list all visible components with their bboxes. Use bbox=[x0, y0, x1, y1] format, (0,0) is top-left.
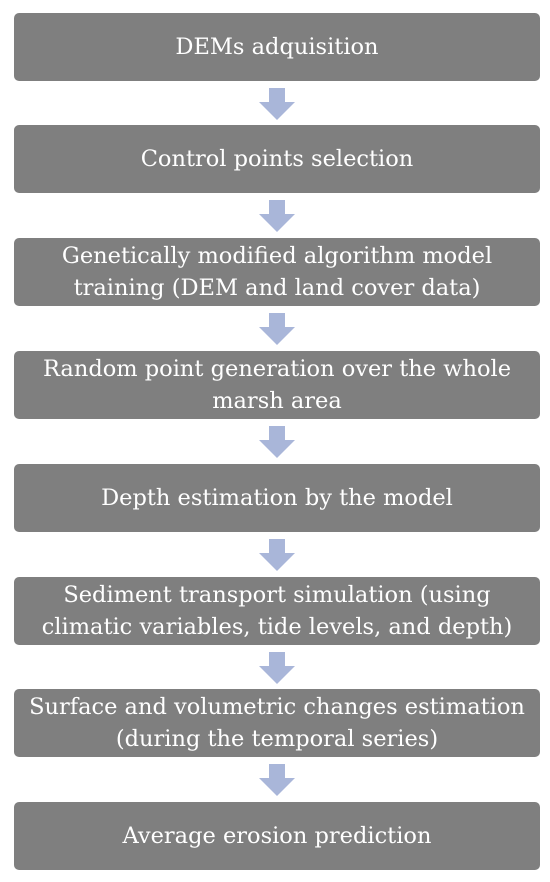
down-arrow-icon bbox=[259, 652, 295, 684]
step-control-points-selection: Control points selection bbox=[14, 125, 540, 193]
step-label: DEMs adquisition bbox=[175, 34, 379, 60]
step-depth-estimation: Depth estimation by the model bbox=[14, 464, 540, 532]
step-label: Average erosion prediction bbox=[122, 823, 432, 849]
down-arrow-icon bbox=[259, 764, 295, 796]
step-sediment-transport-simulation: Sediment transport simulation (using cli… bbox=[14, 577, 540, 645]
step-label: Control points selection bbox=[140, 146, 414, 172]
step-label: Genetically modified algorithm model tra… bbox=[61, 243, 493, 301]
step-surface-volumetric-changes: Surface and volumetric changes estimatio… bbox=[14, 689, 540, 757]
down-arrow-icon bbox=[259, 200, 295, 232]
step-label: Random point generation over the whole m… bbox=[42, 356, 512, 414]
down-arrow-icon bbox=[259, 313, 295, 345]
step-dems-adquisition: DEMs adquisition bbox=[14, 13, 540, 81]
down-arrow-icon bbox=[259, 539, 295, 571]
down-arrow-icon bbox=[259, 88, 295, 120]
step-model-training: Genetically modified algorithm model tra… bbox=[14, 238, 540, 306]
step-label: Depth estimation by the model bbox=[101, 485, 453, 511]
down-arrow-icon bbox=[259, 426, 295, 458]
step-average-erosion-prediction: Average erosion prediction bbox=[14, 802, 540, 870]
step-random-point-generation: Random point generation over the whole m… bbox=[14, 351, 540, 419]
step-label: Sediment transport simulation (using cli… bbox=[41, 582, 513, 640]
step-label: Surface and volumetric changes estimatio… bbox=[29, 694, 525, 752]
